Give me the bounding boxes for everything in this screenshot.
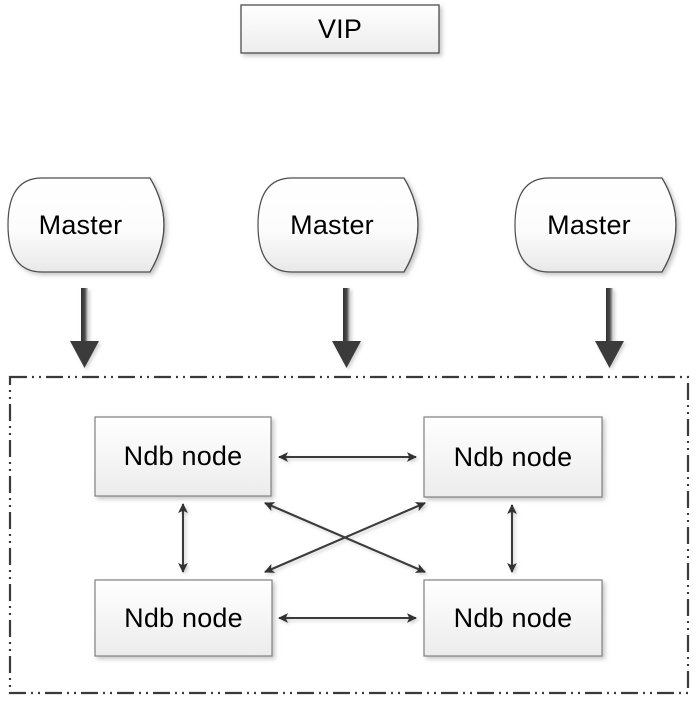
connector-master3-to-cluster [595,288,624,368]
master-1-cylinder-cap [149,177,165,273]
ndb-node-box-3[interactable] [94,579,273,657]
vip-box[interactable] [240,4,440,54]
ndb-cluster-boundary [8,375,690,695]
connector-master2-to-cluster [332,288,361,368]
connector-master1-to-cluster [70,288,99,368]
master-node-1[interactable] [7,177,165,273]
master2-arrow-shaft [343,288,350,344]
vip-node[interactable] [240,4,440,54]
master-3-cylinder-body[interactable] [514,177,677,273]
master-node-2[interactable] [257,177,419,273]
master3-arrow-shaft [606,288,613,344]
ndb-node-box-1[interactable] [94,416,272,497]
connector-ndb2-ndb3 [264,502,426,573]
master3-arrow-head [595,341,624,368]
master2-arrow-head [332,341,361,368]
master-1-cylinder-body[interactable] [7,177,165,273]
ndb-node-box-2[interactable] [423,416,603,498]
master-3-cylinder-cap [661,177,677,273]
master1-arrow-head [70,341,99,368]
master-2-cylinder-body[interactable] [257,177,419,273]
ndb-node-box-4[interactable] [423,579,603,657]
master-2-cylinder-cap [403,177,419,273]
master1-arrow-shaft [81,288,88,344]
master-node-3[interactable] [514,177,677,273]
